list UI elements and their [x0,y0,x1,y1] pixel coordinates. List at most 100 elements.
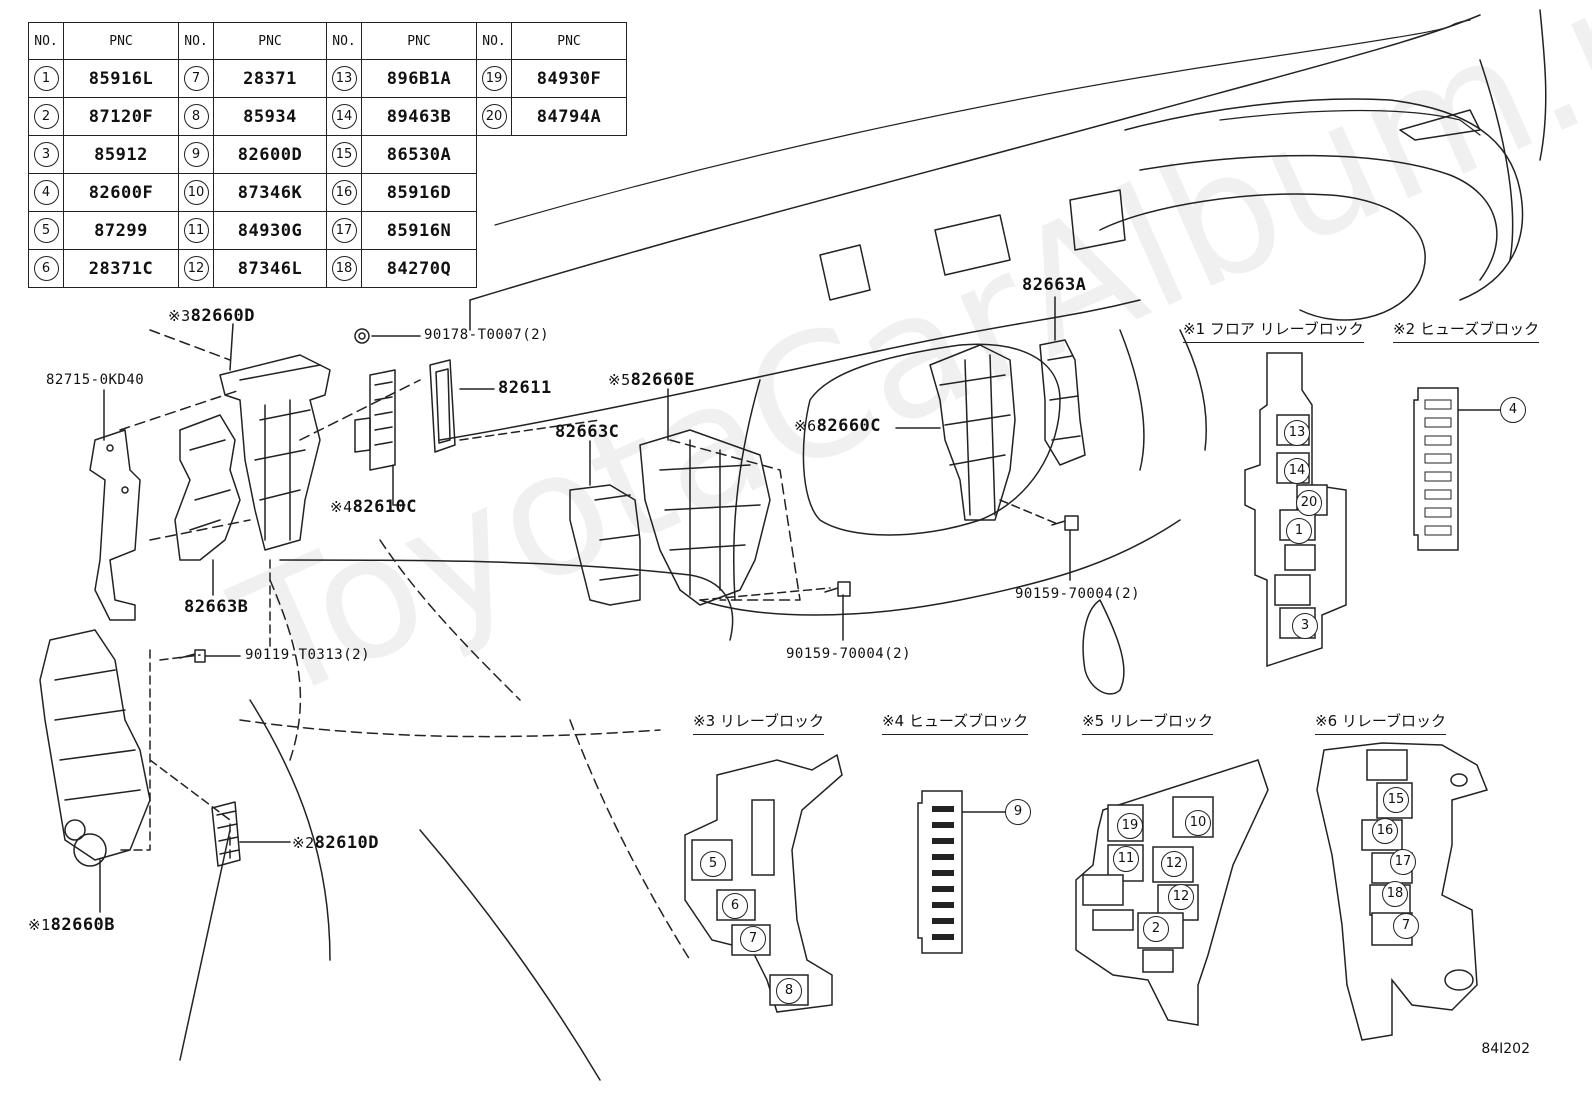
inset-title-6: ※6 リレーブロック [1315,710,1446,735]
illustration-code: 84I202 [1481,1041,1530,1057]
ref-number: 3 [33,142,59,167]
callout-90178-T0007: 90178-T0007(2) [424,327,550,343]
pnc-number-cell: 17 [326,211,362,250]
inset-1-number: 3 [1292,613,1318,639]
pnc-code-cell: 85912 [63,135,179,174]
ref-number: 11 [183,218,209,243]
inset-5-number: 12 [1168,884,1194,910]
callout-82660E: ※582660E [608,370,696,390]
ref-number: 15 [331,142,357,167]
bolts [179,515,1079,663]
header-pnc: PNC [361,22,477,60]
pnc-code-cell: 86530A [361,135,477,174]
pnc-code-cell: 28371C [63,249,179,288]
inset-5-number: 11 [1113,846,1139,872]
header-pnc: PNC [213,22,327,60]
inset-1-number: 14 [1284,458,1310,484]
relay-block-82660B [39,629,151,867]
clip-90178 [354,328,370,344]
pnc-code-cell: 85916L [63,59,179,98]
pnc-number-cell: 3 [28,135,64,174]
inset-6-relay-block [1316,742,1489,1041]
ref-number: 4 [33,180,59,205]
callout-90119-T0313: 90119-T0313(2) [245,647,371,663]
pnc-number-cell: 14 [326,97,362,136]
pnc-code-cell: 84270Q [361,249,477,288]
inset-3-number: 8 [776,978,802,1004]
fuse-block-82610C [354,369,396,471]
relay-block-82660C [929,344,1016,521]
inset-1-number: 1 [1286,518,1312,544]
callout-90159-70004-right: 90159-70004(2) [1015,586,1141,602]
pnc-number-cell: 16 [326,173,362,212]
inset-5-number: 12 [1161,851,1187,877]
inset-title-4: ※4 ヒューズブロック [882,710,1029,735]
header-no: NO. [28,22,64,60]
pnc-code-cell: 87120F [63,97,179,136]
pnc-number-cell: 13 [326,59,362,98]
cover-82663B [174,414,241,561]
pnc-number-cell: 10 [178,173,214,212]
fuse-block-82610D [211,801,241,867]
inset-title-5: ※5 リレーブロック [1082,710,1213,735]
pnc-number-cell: 4 [28,173,64,212]
relay-block-82660D [219,354,331,551]
inset-title-1: ※1 フロア リレーブロック [1183,318,1364,343]
ref-number: 8 [183,104,209,129]
empty-cell [512,136,627,174]
inset-2-number: 4 [1500,397,1526,423]
pnc-number-cell: 18 [326,249,362,288]
inset-6-number: 7 [1393,913,1419,939]
header-no: NO. [476,22,512,60]
empty-cell [477,212,512,250]
inset-6-number: 18 [1382,881,1408,907]
header-pnc: PNC [511,22,627,60]
pnc-code-cell: 82600D [213,135,327,174]
inset-title-3: ※3 リレーブロック [693,710,824,735]
pnc-number-cell: 19 [476,59,512,98]
pnc-code-cell: 87346L [213,249,327,288]
inset-5-number: 19 [1117,813,1143,839]
callout-82611: 82611 [498,378,552,398]
pnc-code-cell: 87346K [213,173,327,212]
inset-6-number: 17 [1390,849,1416,875]
cover-82611 [429,359,456,453]
inset-6-number: 15 [1383,787,1409,813]
ref-number: 16 [331,180,357,205]
pnc-number-cell: 1 [28,59,64,98]
callout-82663C: 82663C [555,422,620,442]
ref-number: 18 [331,256,357,281]
inset-4-number: 9 [1005,799,1031,825]
cover-82663A [1039,339,1086,466]
header-no: NO. [178,22,214,60]
callout-90159-70004-center: 90159-70004(2) [786,646,912,662]
empty-cell [512,212,627,250]
ref-number: 1 [33,66,59,91]
pnc-code-cell: 896B1A [361,59,477,98]
pnc-code-cell: 84794A [511,97,627,136]
inset-1-number: 13 [1284,420,1310,446]
pnc-number-cell: 8 [178,97,214,136]
ref-number: 10 [183,180,209,205]
inset-1-number: 20 [1296,490,1322,516]
inset-2-fuse-block [1413,387,1459,551]
ref-number: 7 [183,66,209,91]
pnc-table-header: NO. PNC NO. PNC NO. PNC NO. PNC [28,22,627,60]
empty-cell [512,250,627,288]
callout-82610D: ※282610D [292,833,380,853]
bracket-82715-0KD40 [89,429,141,621]
pnc-code-cell: 89463B [361,97,477,136]
inset-3-relay-block [684,753,843,1013]
pnc-code-cell: 82600F [63,173,179,212]
ref-number: 20 [481,104,507,129]
relay-block-82660E [639,429,771,606]
inset-6-number: 16 [1372,818,1398,844]
pnc-number-cell: 2 [28,97,64,136]
